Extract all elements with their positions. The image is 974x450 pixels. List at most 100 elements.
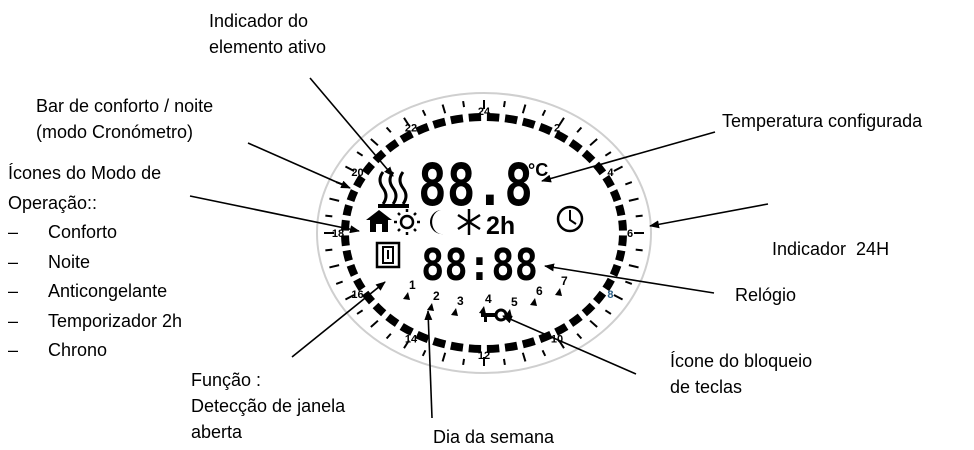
comfort-segment [346,264,359,277]
ring-tick [613,165,624,172]
arrow-24h [649,203,769,229]
list-item: –Conforto [8,222,118,242]
weekday-marker [479,306,486,314]
ring-tick [462,358,466,366]
comfort-segment [521,337,536,349]
comfort-segment [361,290,376,305]
comfort-segment [342,249,353,262]
ring-tick [462,100,466,108]
comfort-segment [602,174,615,189]
ring-tick [589,319,598,328]
weekday-number: 5 [511,295,518,309]
ring-tick [441,352,447,362]
arrow-clock [544,263,715,294]
ring-tick [329,264,340,269]
comfort-segment [353,277,366,292]
comfort-segment [432,337,447,349]
hour-label: 6 [627,228,633,240]
comfort-segment [615,249,626,262]
hour-label: 8 [607,289,613,301]
temperature-display: 88.8 [418,151,533,219]
ring-tick [613,294,624,301]
label-active-element: Indicador do elemento ativo [209,11,327,57]
sun-icon [394,209,420,235]
ring-tick [344,294,355,301]
ring-tick [356,151,364,157]
list-item: –Noite [8,251,91,272]
weekday-marker [451,308,458,316]
ring-tick [325,214,333,218]
comfort-segment [609,264,622,277]
label-window-detection: Função : Detecção de janela aberta [191,370,346,442]
operation-modes-title: Operação:: [8,192,98,213]
ring-tick [576,333,583,340]
ring-tick [625,181,633,186]
comfort-segment [361,161,376,176]
comfort-segment [538,123,553,135]
label-24h-indicator: Indicador 24H [772,239,890,259]
comfort-segment [568,313,583,327]
weekday-marker [505,309,512,317]
clock-display: 88:88 [421,240,538,291]
weekday-number: 2 [433,289,440,303]
timer-2h-icon: 2h [486,212,515,240]
list-item: –Anticongelante [8,281,168,301]
ring-tick [421,349,427,357]
comfort-segment [618,235,627,247]
comfort-segment [372,302,387,317]
weekday-number: 3 [457,294,464,308]
ring-tick [541,109,547,117]
window-icon [375,241,401,269]
ring-tick [325,248,333,252]
comfort-segment [385,139,400,153]
ring-ticks [324,100,644,366]
comfort-segment [341,219,350,231]
ring-tick [403,339,410,349]
arrow-active-element [309,77,394,177]
label-operation-modes: Ícones do Modo de Operação:: –Conforto –… [8,159,182,366]
ring-tick [604,309,612,315]
comfort-segment [581,149,596,164]
ring-tick [521,352,527,362]
comfort-segment [468,344,482,353]
weekday-marker [530,298,537,306]
arrow-window [291,281,386,358]
ring-tick [625,280,633,285]
comfort-segment [602,277,615,292]
comfort-bar-segments [341,113,627,353]
list-item: –Chrono [8,340,108,360]
weekday-marker [403,292,410,300]
comfort-segment [385,313,400,327]
hour-label: 2 [554,122,560,134]
ring-tick [628,264,639,269]
snowflake-icon [457,209,481,235]
comfort-segment [504,341,518,352]
ring-tick [421,109,427,117]
ring-tick [502,358,506,366]
arrow-key-lock [502,315,637,375]
arrow-comfort-bar [247,142,351,189]
comfort-segment [468,113,482,122]
operation-modes-title: Ícones do Modo de [8,163,162,183]
ring-tick [385,126,392,133]
comfort-segment [486,113,500,122]
comfort-segment [450,341,464,352]
comfort-segment [592,290,607,305]
ring-tick [521,104,527,114]
ring-tick [329,197,340,202]
hour-label: 18 [332,228,344,240]
clock-icon [556,205,584,233]
weekday-number: 6 [536,284,543,298]
weekday-marker [427,303,434,311]
comfort-segment [504,114,518,125]
callout-arrows [189,77,769,419]
ring-tick [558,339,565,349]
comfort-segment [618,219,627,231]
ring-tick [385,333,392,340]
comfort-segment [372,149,387,164]
comfort-segment [538,331,553,343]
ring-tick [502,100,506,108]
ring-tick [356,309,364,315]
comfort-segment [450,114,464,125]
weekday-number: 7 [561,274,568,288]
